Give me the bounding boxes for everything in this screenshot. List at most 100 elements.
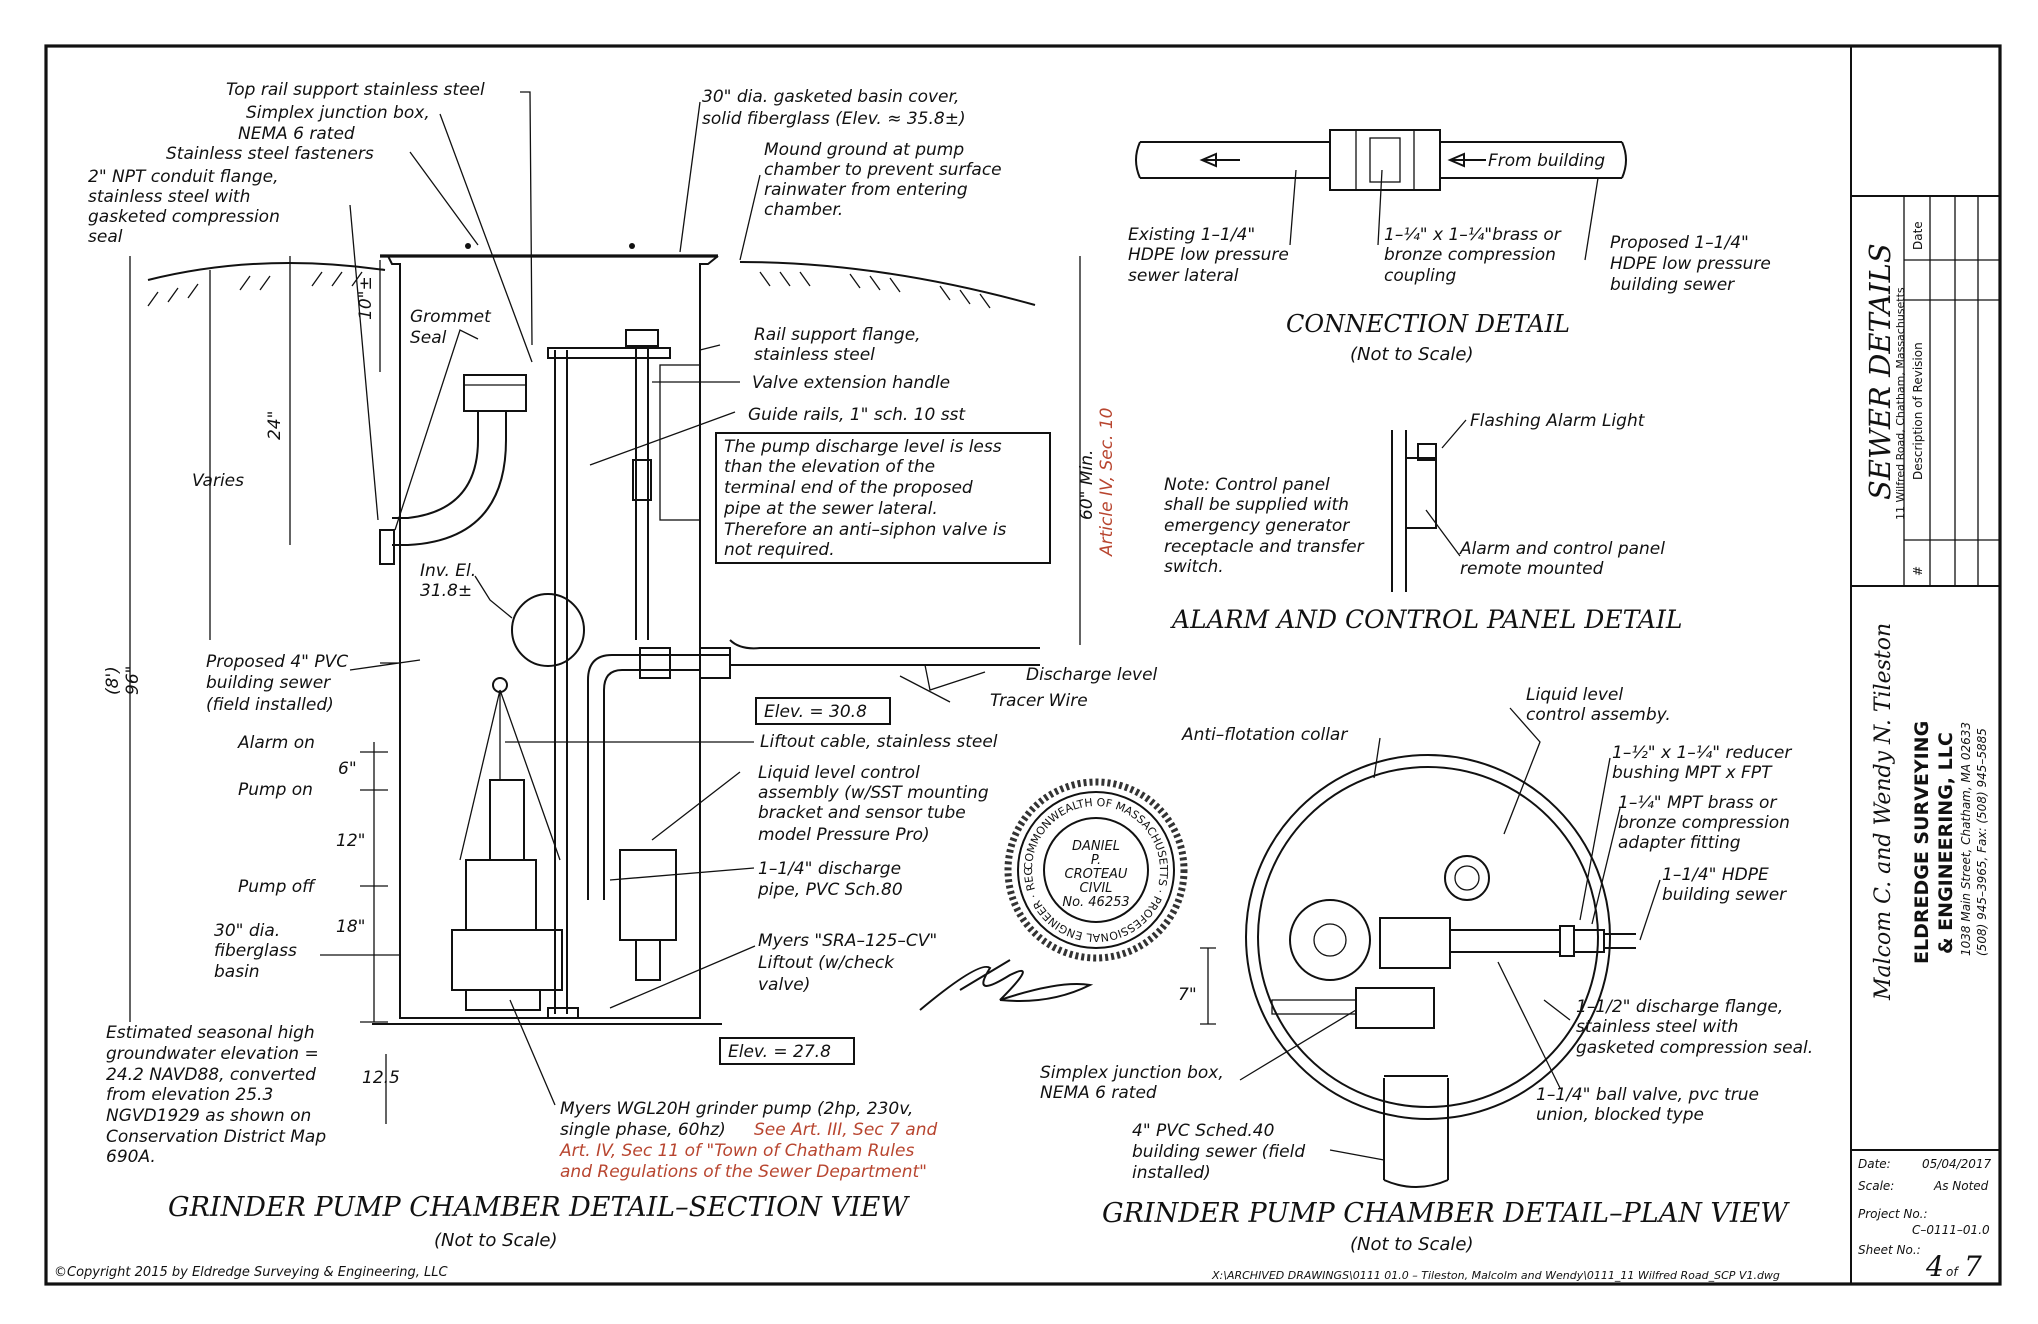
label-llc-4: model Pressure Pro) <box>758 825 930 845</box>
label-proposed-3: building sewer <box>1610 275 1735 295</box>
label-pvc-3: installed) <box>1132 1163 1211 1183</box>
alarm-note-2: shall be supplied with <box>1164 495 1349 515</box>
label-proposed-1: Proposed 4" PVC <box>206 652 348 672</box>
label-pump-off: Pump off <box>238 877 316 897</box>
label-dim-6: 6" <box>338 759 357 779</box>
label-myers-lift-1: Myers "SRA–125–CV" <box>758 931 937 951</box>
label-coupling-3: coupling <box>1384 266 1457 286</box>
label-proposed-1: Proposed 1–1/4" <box>1610 233 1749 253</box>
label-gw-4: from elevation 25.3 <box>106 1085 273 1105</box>
label-alarm-1: Alarm and control panel <box>1459 539 1665 559</box>
basin-shell <box>387 255 719 1019</box>
note-line-2: than the elevation of the <box>724 457 935 477</box>
seal-line-2: P. <box>1091 853 1101 868</box>
label-flange-2: stainless steel with <box>1576 1017 1738 1037</box>
fastener <box>465 243 471 249</box>
note-line-6: not required. <box>724 540 835 560</box>
file-path: X:\ARCHIVED DRAWINGS\0111 01.0 – Tilesto… <box>1211 1269 1780 1282</box>
connection-detail: From building Existing 1–1/4" HDPE low p… <box>1128 129 1771 365</box>
date-value: 05/04/2017 <box>1922 1157 1992 1171</box>
label-adapter-2: bronze compression <box>1618 813 1790 833</box>
flow-arrow-left <box>1199 152 1240 168</box>
seal-line-3: CROTEAU <box>1065 867 1128 882</box>
label-guide-rails: Guide rails, 1" sch. 10 sst <box>748 405 966 425</box>
label-valve-handle: Valve extension handle <box>752 373 950 393</box>
discharge-assembly <box>1379 917 1451 969</box>
label-reducer-1: 1–½" x 1–¼" reducer <box>1612 743 1792 763</box>
alarm-note-3: emergency generator <box>1164 516 1350 536</box>
label-dim-125: 12.5 <box>362 1068 400 1088</box>
check-valve <box>639 647 671 679</box>
section-view: Top rail support stainless steel Simplex… <box>88 80 1158 1251</box>
label-llc-1: Liquid level control <box>758 763 920 783</box>
label-basin-1: 30" dia. <box>214 921 280 941</box>
alarm-light <box>1417 443 1437 461</box>
label-alarm-on: Alarm on <box>237 733 315 753</box>
label-myers-lift-2: Liftout (w/check <box>758 953 895 973</box>
project-label: Project No.: <box>1858 1207 1928 1221</box>
label-dim-18: 18" <box>336 917 365 937</box>
label-coupling-2: bronze compression <box>1384 245 1556 265</box>
label-pipe-2: pipe, PVC Sch.80 <box>757 880 903 900</box>
note-line-1: The pump discharge level is less <box>724 437 1002 457</box>
label-basin-2: fiberglass <box>214 941 297 961</box>
label-gw-5: NGVD1929 as shown on <box>106 1106 311 1126</box>
label-conduit-3: gasketed compression <box>88 207 280 227</box>
connection-title: CONNECTION DETAIL <box>1286 310 1570 338</box>
label-existing-3: sewer lateral <box>1128 266 1239 286</box>
label-top-rail: Top rail support stainless steel <box>226 80 485 100</box>
liftout-cable <box>459 689 561 861</box>
label-discharge-level: Discharge level <box>1026 665 1158 685</box>
label-from-building: From building <box>1488 151 1605 171</box>
section-view-title: GRINDER PUMP CHAMBER DETAIL–SECTION VIEW <box>168 1192 910 1223</box>
label-mound-3: rainwater from entering <box>764 180 968 200</box>
inlet-pipe <box>511 593 585 667</box>
label-plan-llc-1: Liquid level <box>1526 685 1623 705</box>
label-reducer-2: bushing MPT x FPT <box>1612 763 1773 783</box>
scale-value: As Noted <box>1933 1179 1989 1193</box>
label-gw-1: Estimated seasonal high <box>106 1023 315 1043</box>
label-tracer: Tracer Wire <box>990 691 1088 711</box>
sheet-of: of <box>1946 1265 1959 1279</box>
soil-hatch-right <box>759 271 991 309</box>
firm-address: 1038 Main Street, Chatham, MA 02633 <box>1959 722 1973 956</box>
alarm-note-4: receptacle and transfer <box>1164 537 1365 557</box>
label-dim-96: 96" <box>123 666 143 695</box>
plan-discharge-pipe <box>1449 929 1561 953</box>
existing-pipe <box>1135 141 1330 179</box>
sheet-label: Sheet No.: <box>1858 1243 1921 1257</box>
label-dim-8: (8') <box>103 666 123 695</box>
pump-motor-top <box>1289 899 1371 981</box>
label-plan-llc-2: control assemby. <box>1526 705 1671 725</box>
label-gw-6: Conservation District Map <box>106 1127 326 1147</box>
seal-line-1: DANIEL <box>1072 839 1120 854</box>
label-adapter-3: adapter fitting <box>1618 833 1741 853</box>
label-conduit-2: stainless steel with <box>88 187 250 207</box>
seal-line-4: CIVIL <box>1080 881 1113 896</box>
label-conduit-1: 2" NPT conduit flange, <box>88 167 279 187</box>
label-article-ref: Article IV, Sec. 10 <box>1097 408 1117 557</box>
soil-hatch-left <box>147 271 363 307</box>
label-ball-1: 1–1/4" ball valve, pvc true <box>1536 1085 1759 1105</box>
label-ball-2: union, blocked type <box>1536 1105 1704 1125</box>
label-existing-1: Existing 1–1/4" <box>1128 225 1255 245</box>
label-pump-4: and Regulations of the Sewer Department" <box>560 1162 927 1182</box>
site-address: 11 Wilfred Road, Chatham, Massachusetts <box>1894 287 1907 520</box>
compression-coupling <box>1329 129 1441 191</box>
flow-arrow-right <box>1447 152 1486 168</box>
label-mound-1: Mound ground at pump <box>764 140 964 160</box>
label-basin-3: basin <box>214 962 260 982</box>
ground-left <box>147 261 386 281</box>
label-pump-1: Myers WGL20H grinder pump (2hp, 230v, <box>560 1099 913 1119</box>
rail-support-flange <box>547 347 671 359</box>
plan-view: Anti–flotation collar Liquid level contr… <box>1040 685 1813 1255</box>
label-hdpe-2: building sewer <box>1662 885 1787 905</box>
seal-line-5: No. 46253 <box>1062 895 1129 910</box>
label-myers-lift-3: valve) <box>758 975 810 995</box>
control-panel <box>1405 457 1437 529</box>
date-label: Date: <box>1858 1157 1891 1171</box>
elev-27-box <box>719 1037 855 1065</box>
sensor-tube <box>619 849 677 941</box>
label-flange-3: gasketed compression seal. <box>1576 1038 1813 1058</box>
